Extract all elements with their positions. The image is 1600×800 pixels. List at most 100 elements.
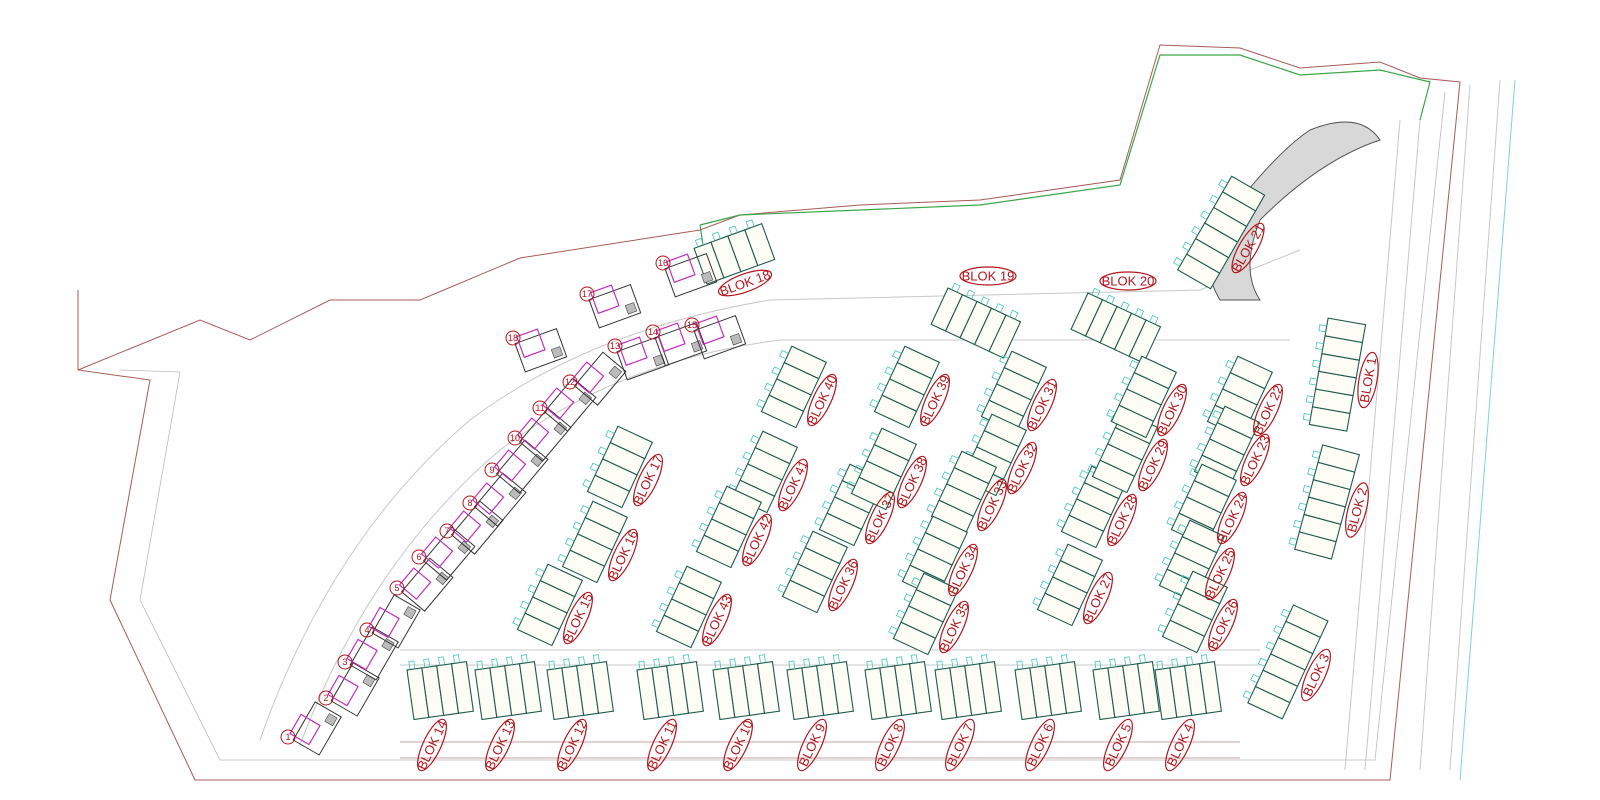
step	[1032, 596, 1042, 607]
step	[1217, 376, 1228, 386]
block-label: BLOK 5	[1102, 718, 1134, 772]
step	[941, 471, 952, 481]
unit	[783, 345, 828, 380]
lot-label: 2	[318, 690, 334, 706]
step	[888, 625, 898, 636]
unit	[450, 661, 474, 714]
block-label-oval	[485, 718, 515, 772]
step	[1102, 431, 1113, 441]
building-group	[930, 282, 1022, 359]
step	[557, 553, 567, 564]
lot-number: 2	[323, 693, 328, 703]
building-group	[546, 654, 614, 721]
step	[711, 231, 721, 241]
villa	[588, 283, 642, 329]
step	[1182, 241, 1192, 252]
block-label-oval	[1099, 271, 1157, 291]
block-label: BLOK 9	[796, 718, 828, 772]
step	[1250, 673, 1260, 684]
block-label-text: BLOK 19	[962, 269, 1015, 284]
right-road	[1344, 79, 1501, 771]
unit	[924, 515, 969, 550]
villa-footprint	[694, 315, 725, 346]
step	[1218, 179, 1228, 189]
block-label-oval	[1165, 718, 1195, 772]
step	[1071, 486, 1082, 496]
unit	[756, 661, 780, 714]
step	[853, 464, 864, 474]
step	[519, 600, 530, 610]
step	[651, 618, 661, 629]
step	[1091, 287, 1101, 298]
step	[491, 658, 499, 668]
building-group	[846, 427, 918, 511]
block-label-text: BLOK 1	[1357, 356, 1380, 403]
step	[592, 654, 600, 664]
villa-footprint	[655, 322, 686, 353]
lot-circle	[318, 690, 334, 706]
step	[1157, 623, 1167, 634]
villa-annex	[553, 421, 568, 436]
unit	[539, 563, 584, 598]
block-label-oval	[1240, 433, 1270, 487]
unit	[988, 314, 1022, 359]
step	[1171, 658, 1179, 668]
step	[580, 505, 590, 515]
block-label: BLOK 12	[554, 718, 590, 772]
unit	[896, 345, 941, 380]
step	[512, 616, 522, 627]
step	[814, 516, 824, 527]
block-label-text: BLOK 4	[1164, 721, 1197, 769]
step	[527, 584, 538, 594]
villa-footprint	[368, 606, 400, 639]
block-label-oval	[807, 373, 837, 427]
block-label-text: BLOK 20	[1102, 274, 1155, 289]
lot-number: 16	[658, 258, 668, 268]
lot-number: 1	[285, 732, 290, 742]
villa	[327, 662, 380, 717]
villa	[346, 626, 399, 681]
villa-footprint	[471, 482, 505, 515]
step	[698, 522, 709, 532]
unit	[1128, 319, 1162, 364]
villa-annex	[550, 346, 564, 359]
step	[666, 586, 677, 596]
building-group	[727, 430, 799, 514]
villa-annex	[624, 302, 638, 315]
lot-label: 13	[607, 338, 623, 354]
block-label-oval	[1138, 438, 1168, 492]
step	[884, 366, 895, 376]
villa-outline	[693, 314, 747, 360]
step	[578, 656, 586, 666]
step	[1094, 660, 1102, 670]
lot-circle	[655, 255, 671, 271]
block-label-text: BLOK 6	[1024, 721, 1057, 769]
step	[912, 536, 923, 546]
step	[750, 435, 760, 445]
lot-circle	[411, 549, 427, 565]
villa	[541, 377, 597, 432]
step	[658, 602, 669, 612]
step	[714, 660, 722, 670]
building-group	[888, 572, 960, 656]
step	[1138, 654, 1146, 664]
villa	[516, 407, 572, 462]
block-label-oval	[717, 269, 773, 297]
unit	[1059, 543, 1104, 578]
building-group	[926, 450, 998, 534]
curved-road-edge	[259, 249, 1301, 746]
step	[1209, 194, 1219, 205]
step	[597, 446, 608, 456]
step	[1180, 575, 1190, 585]
unit	[978, 661, 1002, 714]
step	[691, 538, 701, 549]
villa-annex	[690, 340, 704, 353]
block-label: BLOK 20	[1099, 271, 1157, 291]
step	[1129, 360, 1139, 370]
step	[1302, 485, 1312, 494]
step	[991, 371, 1002, 381]
step	[1172, 591, 1183, 601]
lot-number: 17	[582, 289, 592, 299]
step	[745, 219, 755, 229]
lot-number: 8	[467, 498, 472, 508]
